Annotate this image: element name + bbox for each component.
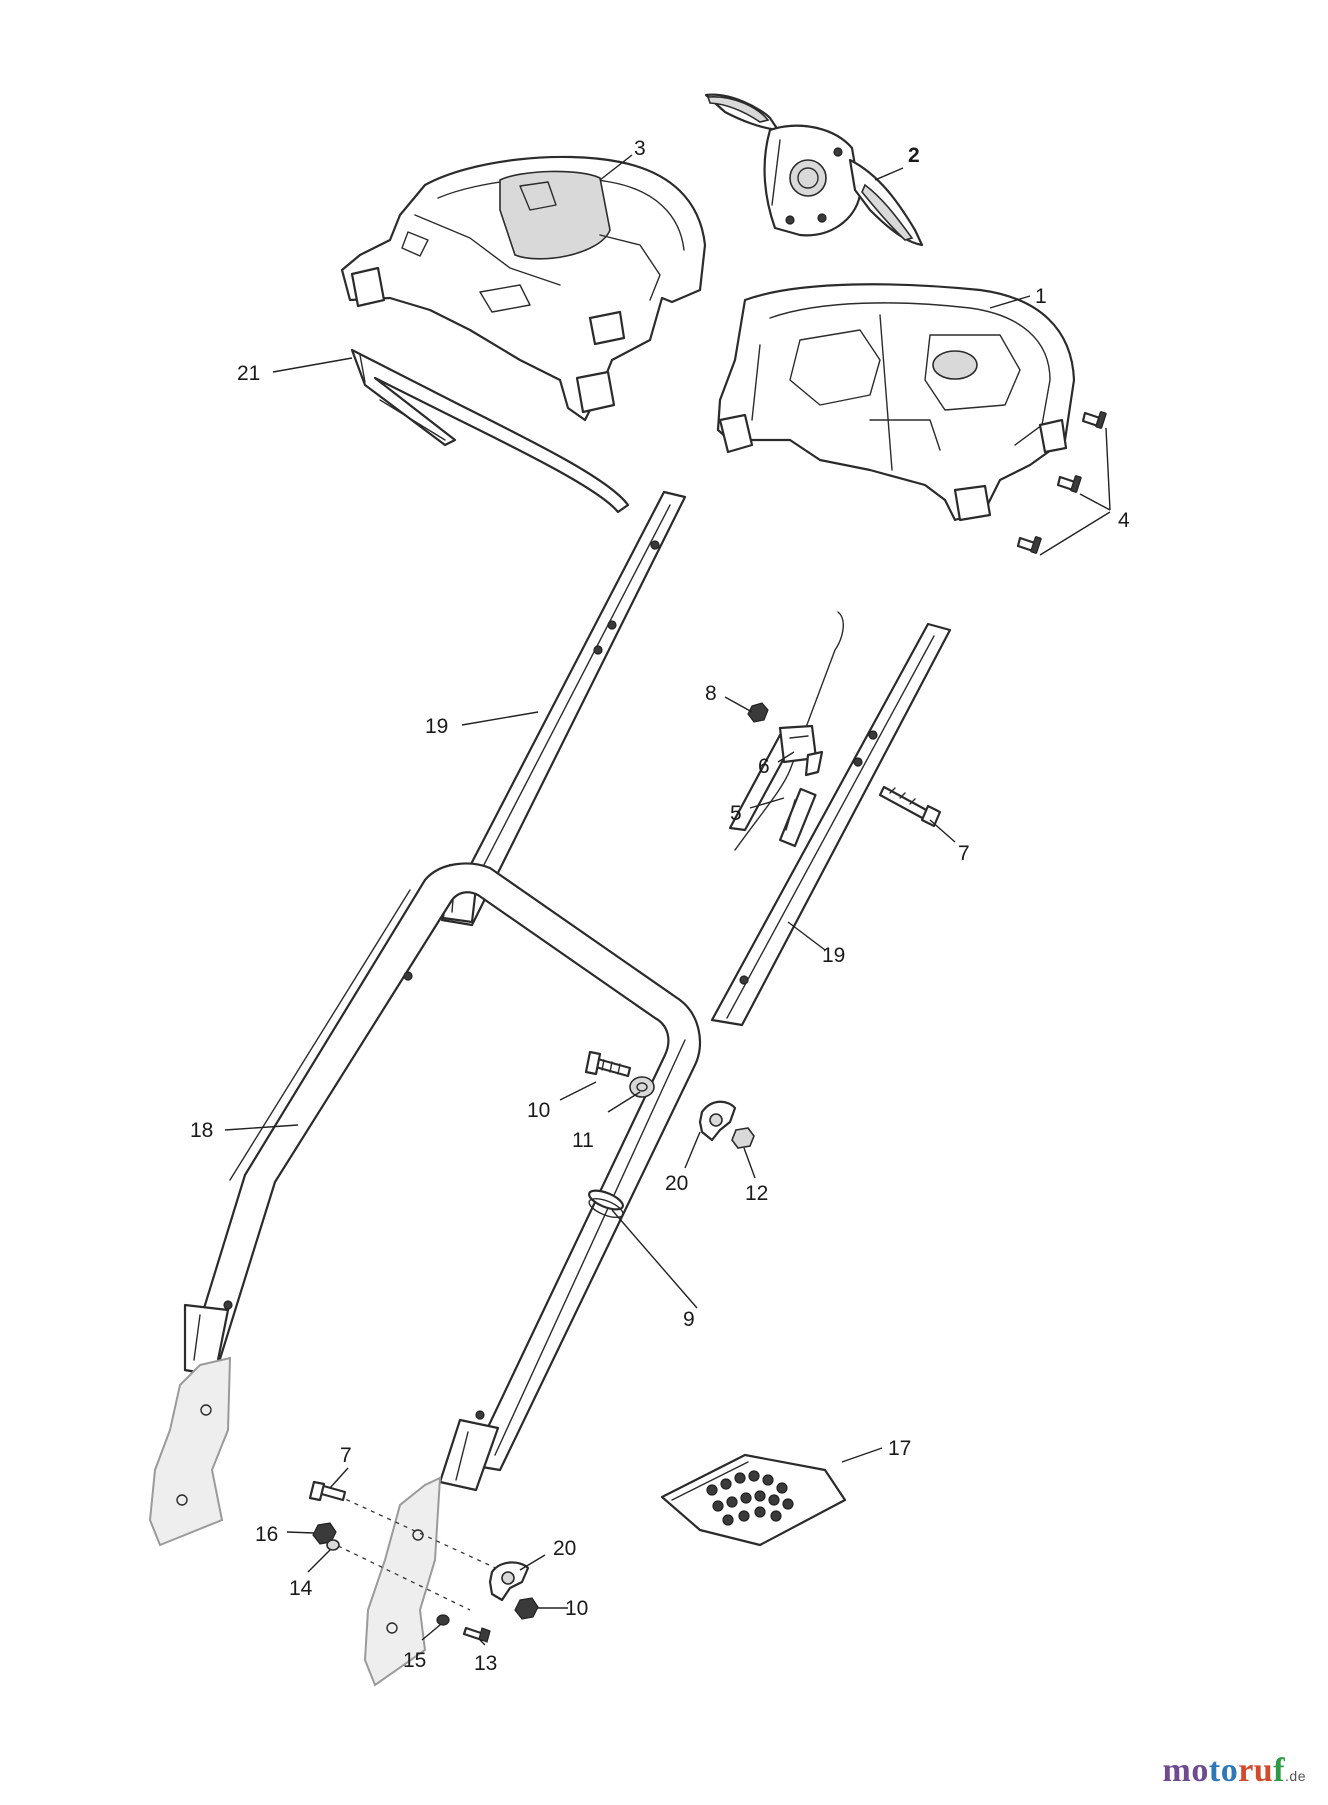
callout-8: 8 — [705, 682, 717, 705]
callout-19-right: 19 — [822, 944, 845, 967]
callout-7-upper: 7 — [958, 842, 970, 865]
callout-19-left: 19 — [425, 715, 448, 738]
part-21-bail — [350, 348, 630, 514]
part-12-nut — [731, 1127, 755, 1149]
part-10-bolt-upper — [584, 1050, 632, 1078]
part-19-upper-tube-left — [440, 490, 687, 927]
callout-21: 21 — [237, 362, 260, 385]
part-7-bolt-upper — [878, 785, 942, 828]
callout-10-upper: 10 — [527, 1099, 550, 1122]
part-6-clip — [778, 724, 824, 777]
callout-9: 9 — [683, 1308, 695, 1331]
assembly-line-upper — [329, 1491, 501, 1571]
bracket-right — [363, 1476, 442, 1687]
callout-17: 17 — [888, 1437, 911, 1460]
callout-labels: 1 2 3 4 5 6 7 7 8 9 10 10 11 12 13 14 15… — [190, 137, 1130, 1675]
part-5-cable — [728, 611, 844, 851]
part-13-screw — [462, 1626, 491, 1643]
callout-1: 1 — [1035, 285, 1047, 308]
part-18-main-handle — [183, 862, 702, 1492]
callout-11: 11 — [572, 1129, 594, 1152]
callout-2: 2 — [908, 144, 920, 167]
part-8-nut — [747, 702, 769, 723]
brand-part-1: mo — [1162, 1752, 1209, 1789]
callout-3: 3 — [634, 137, 646, 160]
part-9-ring — [588, 1189, 624, 1219]
bracket-left — [148, 1356, 232, 1547]
brand-part-3: ru — [1238, 1752, 1274, 1789]
callout-15: 15 — [403, 1649, 426, 1672]
motoruf-watermark: motoruf.de — [1163, 1752, 1306, 1790]
part-1-housing — [716, 283, 1076, 522]
part-7-bolt-lower — [308, 1480, 347, 1502]
part-17-hardware-bag — [660, 1453, 847, 1547]
callout-4: 4 — [1118, 509, 1130, 532]
callout-20-lower: 20 — [553, 1537, 576, 1560]
part-15-washer — [436, 1614, 450, 1626]
part-2-control-box — [704, 93, 924, 247]
brand-part-2: to — [1208, 1752, 1239, 1789]
callout-10-lower: 10 — [565, 1597, 588, 1620]
part-11-washer — [629, 1076, 655, 1098]
assembly-line-lower — [329, 1541, 471, 1611]
part-4-screws — [1016, 411, 1107, 554]
callout-12: 12 — [745, 1182, 768, 1205]
part-10-nut-lower — [514, 1597, 539, 1620]
callout-13: 13 — [474, 1652, 497, 1675]
leader-lines — [224, 154, 1111, 1646]
callout-6: 6 — [758, 755, 770, 778]
callout-14: 14 — [289, 1577, 313, 1600]
brand-part-4: f — [1273, 1752, 1286, 1789]
callout-16: 16 — [255, 1523, 278, 1546]
brand-tld: .de — [1285, 1768, 1306, 1784]
callout-18: 18 — [190, 1119, 213, 1142]
part-20-knob-lower — [488, 1561, 530, 1602]
part-3-handle-cover — [340, 155, 707, 422]
callout-20-upper: 20 — [665, 1172, 688, 1195]
part-14-washer — [326, 1539, 340, 1551]
callout-7-lower: 7 — [340, 1444, 352, 1467]
callout-5: 5 — [730, 802, 742, 825]
part-20-knob-upper — [698, 1100, 737, 1142]
part-19-upper-tube-right — [710, 622, 952, 1027]
